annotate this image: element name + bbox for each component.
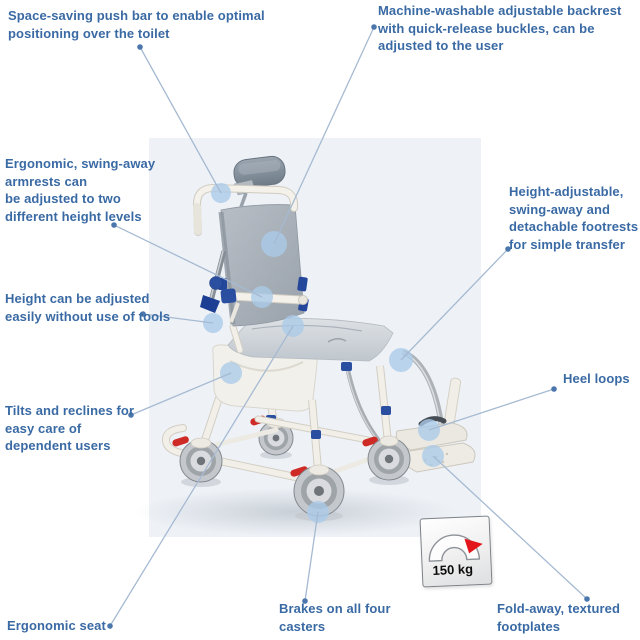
annotation-brakes: Brakes on all four casters — [279, 601, 391, 634]
annotation-seat: Ergonomic seat — [7, 618, 106, 633]
tilt-strut — [200, 250, 227, 313]
callout-line-push-bar — [139, 46, 222, 194]
callout-line-heel — [428, 388, 555, 431]
callout-lines — [109, 26, 588, 627]
push-bar — [192, 183, 298, 236]
callout-line-seat — [109, 325, 294, 627]
max-weight-badge: 150 kg — [419, 515, 493, 588]
annotation-footrests: Height-adjustable, swing-away and detach… — [509, 184, 639, 252]
callout-line-footrests — [400, 248, 509, 361]
annotation-armrests: Ergonomic, swing-away armrests can be ad… — [5, 156, 156, 224]
annotation-footplates: Fold-away, textured footplates — [497, 601, 621, 634]
shower-commode-chair — [161, 155, 476, 521]
weight-gauge-icon — [428, 534, 483, 562]
annotation-push-bar: Space-saving push bar to enable optimal … — [8, 8, 265, 41]
callout-line-backrest — [273, 26, 375, 245]
max-weight-label: 150 kg — [432, 561, 474, 579]
annotation-heel-loops: Heel loops — [563, 371, 630, 386]
caster-far-front — [362, 435, 411, 485]
caster-near-back — [172, 396, 223, 487]
callout-end-dots — [107, 24, 590, 629]
callout-line-tilt — [130, 372, 232, 416]
callout-line-height — [142, 313, 214, 324]
front-legs — [308, 365, 392, 471]
annotation-height-adjust: Height can be adjusted easily without us… — [5, 291, 171, 324]
callout-line-brakes — [304, 511, 319, 602]
callout-line-armrests — [113, 224, 263, 298]
gauge-needle-icon — [464, 538, 483, 554]
callout-line-footplate — [432, 455, 588, 600]
headrest — [233, 155, 286, 188]
annotation-tilt: Tilts and reclines for easy care of depe… — [5, 403, 135, 453]
annotation-backrest: Machine-washable adjustable backrest wit… — [378, 3, 622, 53]
